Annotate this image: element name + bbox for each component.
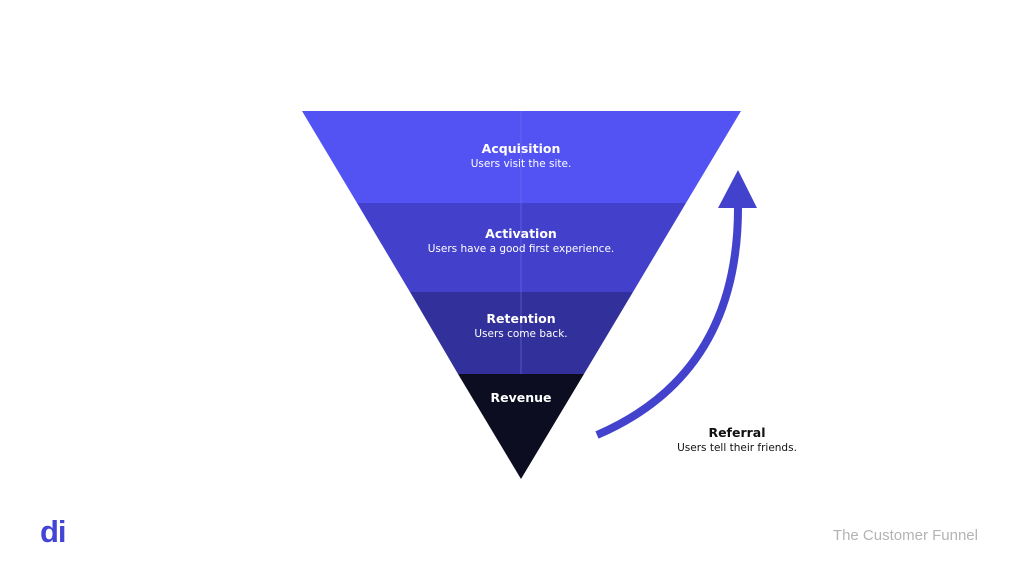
referral-subtitle: Users tell their friends. — [677, 442, 797, 454]
stage-revenue — [458, 374, 584, 479]
footer-title: The Customer Funnel — [832, 527, 978, 544]
referral-title: Referral — [708, 425, 766, 440]
stage-label-activation: Activation Users have a good first exper… — [371, 226, 671, 255]
stage-label-revenue: Revenue — [371, 390, 671, 405]
stage-title: Revenue — [490, 390, 552, 405]
stage-title: Activation — [485, 226, 557, 241]
stage-activation — [357, 203, 686, 292]
stage-subtitle: Users come back. — [474, 328, 568, 340]
referral-arrow-shaft — [595, 207, 742, 439]
stage-title: Retention — [486, 311, 556, 326]
stage-subtitle: Users have a good first experience. — [427, 243, 615, 255]
logo: di — [40, 514, 67, 549]
stage-label-retention: Retention Users come back. — [371, 311, 671, 340]
stage-subtitle: Users visit the site. — [470, 158, 572, 170]
stage-acquisition — [302, 111, 741, 203]
referral-label: Referral Users tell their friends. — [587, 425, 887, 454]
referral-arrow-head — [718, 170, 757, 208]
stage-label-acquisition: Acquisition Users visit the site. — [371, 141, 671, 170]
stage-retention — [410, 292, 633, 374]
stage-title: Acquisition — [481, 141, 561, 156]
